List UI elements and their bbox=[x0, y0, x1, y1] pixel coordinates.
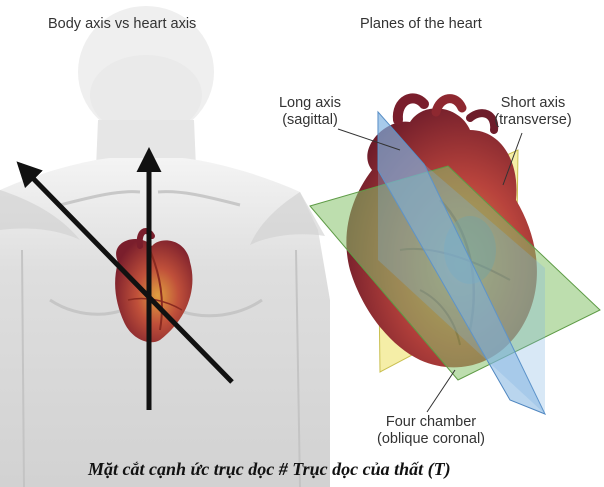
four-chamber-label-line1: Four chamber bbox=[385, 414, 477, 430]
long-axis-leader bbox=[337, 128, 401, 151]
body-axis-title: Body axis vs heart axis bbox=[48, 16, 197, 32]
heart-small bbox=[115, 228, 193, 343]
four-chamber-label-line2: (oblique coronal) bbox=[376, 431, 485, 447]
long-axis-plane bbox=[377, 110, 547, 415]
four-chamber-label: Four chamber (oblique coronal) bbox=[352, 414, 510, 448]
short-axis-label-line2: (transverse) bbox=[494, 112, 572, 128]
long-axis-label: Long axis (sagittal) bbox=[258, 95, 362, 129]
heart-axis-arrow bbox=[16, 161, 234, 384]
short-axis-leader bbox=[502, 132, 523, 186]
planes-heart-illustration bbox=[309, 93, 601, 415]
heart-planes-title: Planes of the heart bbox=[360, 16, 482, 32]
figure-caption: Mặt cắt cạnh ức trục dọc # Trục dọc của … bbox=[88, 459, 451, 479]
long-axis-label-line1: Long axis bbox=[278, 95, 342, 111]
short-axis-label: Short axis (transverse) bbox=[478, 95, 588, 129]
short-axis-label-line1: Short axis bbox=[500, 95, 566, 111]
four-chamber-leader bbox=[426, 369, 456, 413]
long-axis-label-line2: (sagittal) bbox=[282, 112, 338, 128]
